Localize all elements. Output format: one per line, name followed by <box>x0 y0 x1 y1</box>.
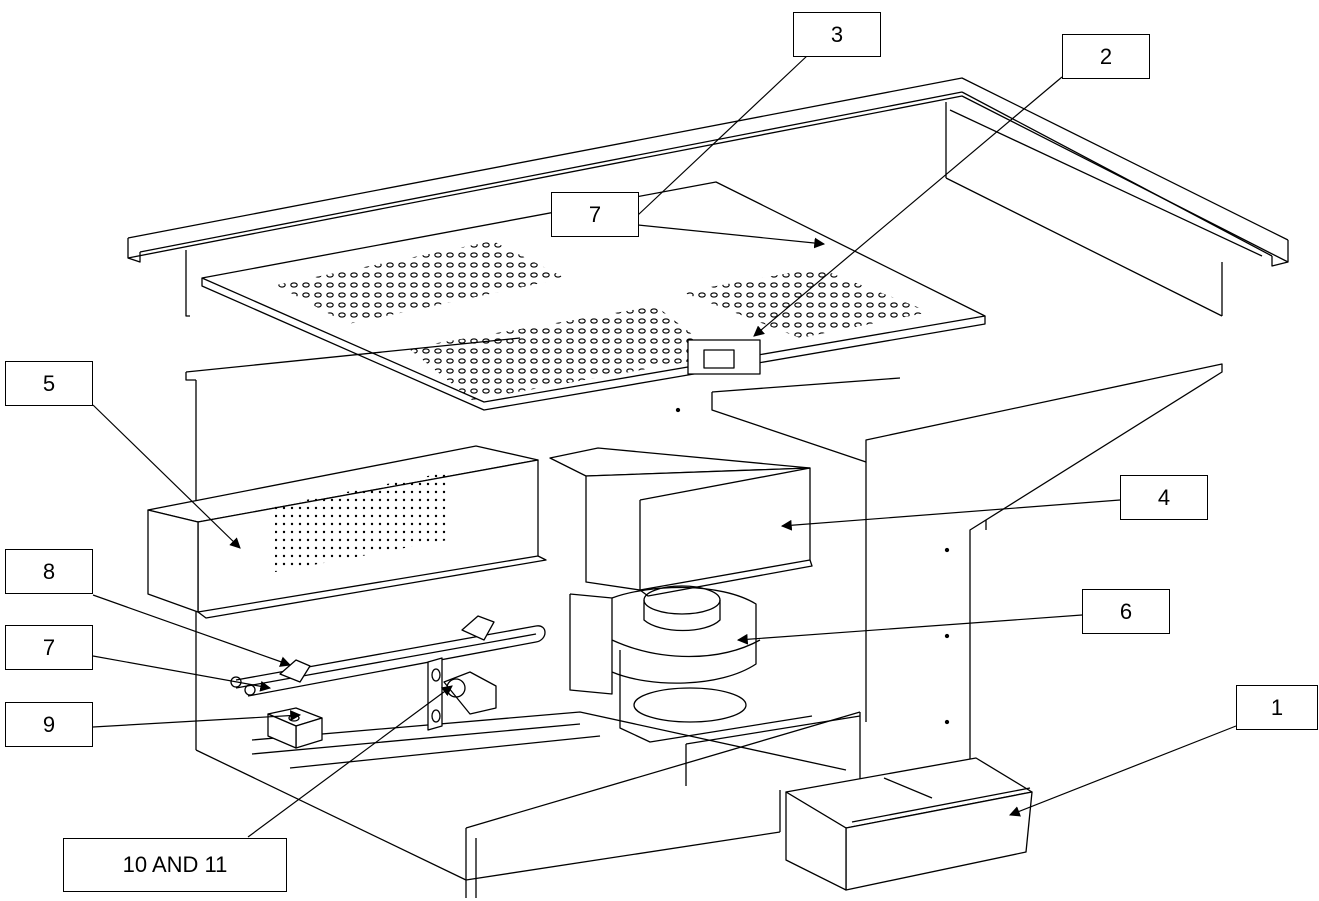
grease-drawer <box>785 757 1033 891</box>
callout-9: 9 <box>5 702 93 747</box>
hood-top-frame <box>127 77 1289 317</box>
leader-lines <box>92 54 1237 838</box>
blower-motor <box>569 585 813 743</box>
callout-5: 5 <box>5 361 93 406</box>
callout-1: 1 <box>1236 685 1318 730</box>
hood-body <box>185 337 1223 898</box>
electrical-box <box>147 445 547 619</box>
callout-7-top: 7 <box>551 192 639 237</box>
callout-4: 4 <box>1120 475 1208 520</box>
callout-10-and-11: 10 AND 11 <box>63 838 287 892</box>
callout-6: 6 <box>1082 589 1170 634</box>
callout-2: 2 <box>1062 34 1150 79</box>
thermostat-assembly <box>427 657 497 731</box>
callout-8: 8 <box>5 549 93 594</box>
heater-element <box>230 615 546 697</box>
perforated-filter-plate <box>201 181 986 411</box>
mounting-bracket <box>267 707 323 749</box>
callout-3: 3 <box>793 12 881 57</box>
callout-7-left: 7 <box>5 625 93 670</box>
blower-cover <box>549 447 813 597</box>
